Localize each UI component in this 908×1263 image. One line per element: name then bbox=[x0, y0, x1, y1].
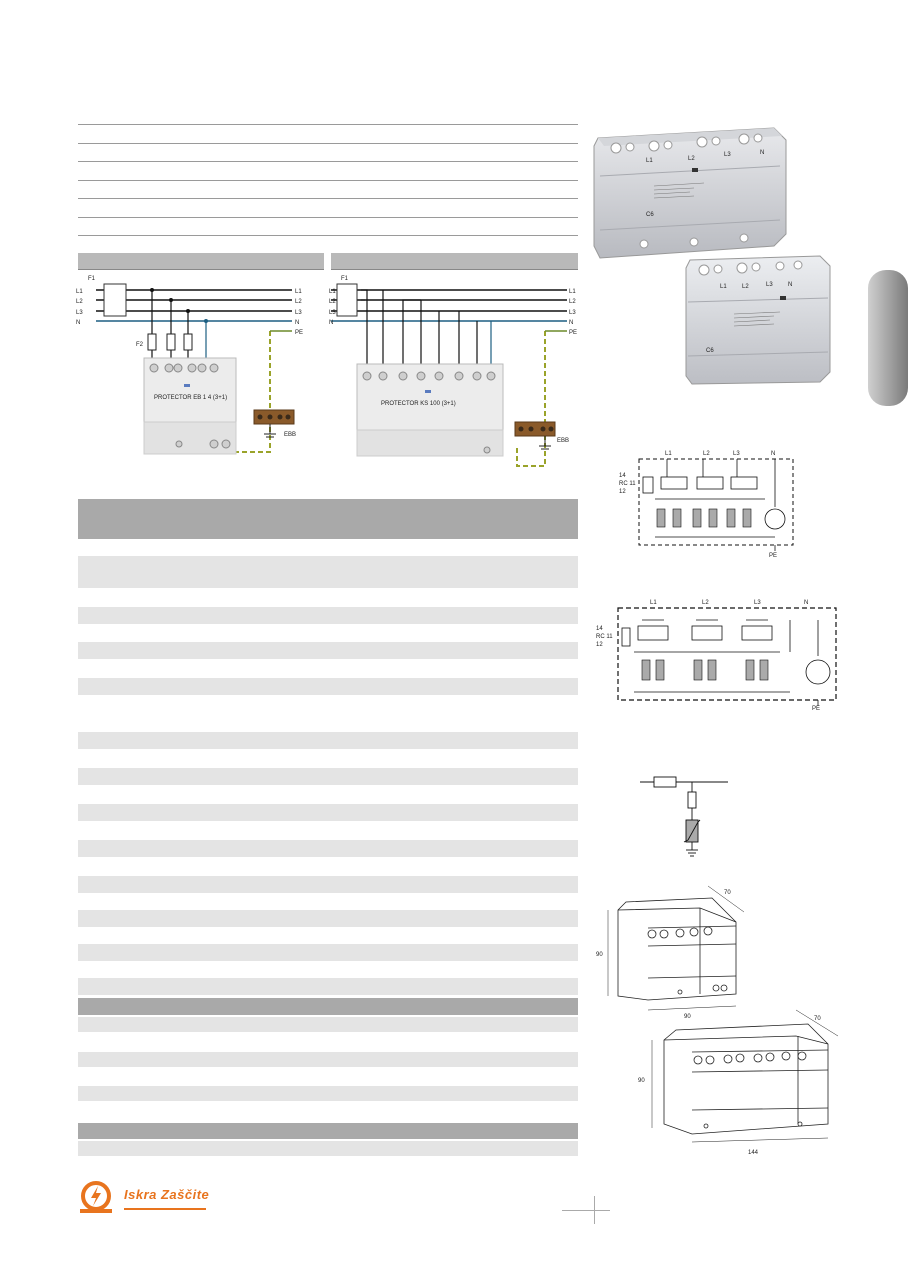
fuse-f2-label: F2 bbox=[136, 342, 144, 348]
table-row bbox=[78, 1052, 578, 1067]
line-label: N bbox=[295, 320, 299, 326]
side-tab bbox=[868, 270, 908, 406]
table-row bbox=[78, 642, 578, 659]
rule bbox=[78, 161, 578, 162]
table-row bbox=[78, 1086, 578, 1101]
rc-label: RC 11 bbox=[619, 481, 636, 487]
diagram-header-right bbox=[331, 253, 578, 270]
table-row bbox=[78, 732, 578, 749]
rule bbox=[78, 217, 578, 218]
table-row bbox=[78, 876, 578, 893]
product-label: N bbox=[788, 282, 792, 288]
rule bbox=[78, 180, 578, 181]
product-label: L3 bbox=[766, 282, 773, 288]
table-row bbox=[78, 840, 578, 857]
rc-label: 12 bbox=[619, 489, 626, 495]
table-row bbox=[78, 944, 578, 961]
table-section-header bbox=[78, 1123, 578, 1139]
device-label: PROTECTOR KS 100 (3+1) bbox=[381, 401, 456, 407]
rc-label: 12 bbox=[596, 642, 603, 648]
product-label: L2 bbox=[688, 156, 695, 162]
dim-height: 90 bbox=[596, 952, 603, 958]
rule bbox=[78, 143, 578, 144]
pe-label: PE bbox=[769, 553, 777, 559]
table-row bbox=[78, 678, 578, 695]
dimension-drawing-small: 90 90 70 bbox=[596, 885, 745, 1020]
rule bbox=[78, 198, 578, 199]
product-label: L1 bbox=[646, 158, 653, 164]
brand-name: Iskra Zaščite bbox=[124, 1187, 210, 1202]
schematic-fuse-varistor bbox=[640, 776, 728, 857]
product-bottom-label: C6 bbox=[706, 348, 714, 354]
line-label: L1 bbox=[76, 289, 83, 295]
rc-label: 14 bbox=[619, 473, 626, 479]
schematic-double-module: L1 L2 L3 N 14 RC 11 12 PE bbox=[596, 600, 837, 712]
phase-label: N bbox=[771, 451, 775, 457]
rc-label: RC 11 bbox=[596, 634, 613, 640]
product-label: L1 bbox=[720, 284, 727, 290]
table-row bbox=[78, 556, 578, 588]
line-label: L3 bbox=[76, 310, 83, 316]
line-label: L1 bbox=[569, 289, 576, 295]
phase-label: L1 bbox=[650, 600, 657, 606]
line-label: PE bbox=[569, 330, 577, 336]
phase-label: L3 bbox=[733, 451, 740, 457]
product-label: L2 bbox=[742, 284, 749, 290]
line-label: L3 bbox=[295, 310, 302, 316]
line-label: L1 bbox=[329, 289, 336, 295]
ebb-label: EBB bbox=[557, 438, 569, 444]
line-label: L2 bbox=[76, 299, 83, 305]
table-row bbox=[78, 804, 578, 821]
table-row bbox=[78, 607, 578, 624]
dim-depth: 70 bbox=[724, 890, 731, 896]
rc-label: 14 bbox=[596, 626, 603, 632]
table-row bbox=[78, 910, 578, 927]
table-row bbox=[78, 1141, 578, 1156]
product-bottom-label: C6 bbox=[646, 212, 654, 218]
brand-underline bbox=[124, 1208, 206, 1210]
crop-mark bbox=[562, 1210, 610, 1211]
line-label: PE bbox=[295, 330, 303, 336]
table-row bbox=[78, 978, 578, 995]
phase-label: L2 bbox=[702, 600, 709, 606]
fuse-f1-label: F1 bbox=[88, 276, 96, 282]
fuse-f1-label: F1 bbox=[341, 276, 349, 282]
product-photo-large: L1 L2 L3 N C6 bbox=[593, 127, 787, 259]
pe-label: PE bbox=[812, 706, 820, 712]
product-label: L3 bbox=[724, 152, 731, 158]
phase-label: L3 bbox=[754, 600, 761, 606]
wiring-diagram-left: PROTECTOR EB 1 4 (3+1) EBB F1 F2 L1 L2 L… bbox=[76, 276, 303, 455]
line-label: N bbox=[329, 320, 333, 326]
rule bbox=[78, 124, 578, 125]
schematic-single-module: L1 L2 L3 N 14 RC 11 12 PE bbox=[619, 451, 794, 559]
line-label: L3 bbox=[329, 310, 336, 316]
line-label: L3 bbox=[569, 310, 576, 316]
line-label: N bbox=[76, 320, 80, 326]
line-label: L2 bbox=[329, 299, 336, 305]
line-label: L2 bbox=[569, 299, 576, 305]
product-photo-small: L1 L2 L3 N C6 bbox=[685, 255, 831, 385]
rule bbox=[78, 235, 578, 236]
ebb-label: EBB bbox=[284, 432, 296, 438]
table-row bbox=[78, 768, 578, 785]
dimension-drawing-large: 90 144 70 bbox=[638, 1009, 839, 1156]
line-label: N bbox=[569, 320, 573, 326]
table-row bbox=[78, 1017, 578, 1032]
dim-width: 90 bbox=[684, 1014, 691, 1020]
phase-label: N bbox=[804, 600, 808, 606]
device-label: PROTECTOR EB 1 4 (3+1) bbox=[154, 395, 227, 401]
line-label: L1 bbox=[295, 289, 302, 295]
phase-label: L2 bbox=[703, 451, 710, 457]
dim-width: 144 bbox=[748, 1150, 759, 1156]
diagram-header-left bbox=[78, 253, 324, 270]
product-label: N bbox=[760, 150, 764, 156]
wiring-diagram-right: PROTECTOR KS 100 (3+1) EBB F1 L1 L2 L3 N… bbox=[329, 276, 577, 467]
table-section-header bbox=[78, 998, 578, 1015]
phase-label: L1 bbox=[665, 451, 672, 457]
company-logo-icon bbox=[80, 1181, 112, 1213]
dim-depth: 70 bbox=[814, 1016, 821, 1022]
dim-height: 90 bbox=[638, 1078, 645, 1084]
table-header bbox=[78, 499, 578, 539]
line-label: L2 bbox=[295, 299, 302, 305]
